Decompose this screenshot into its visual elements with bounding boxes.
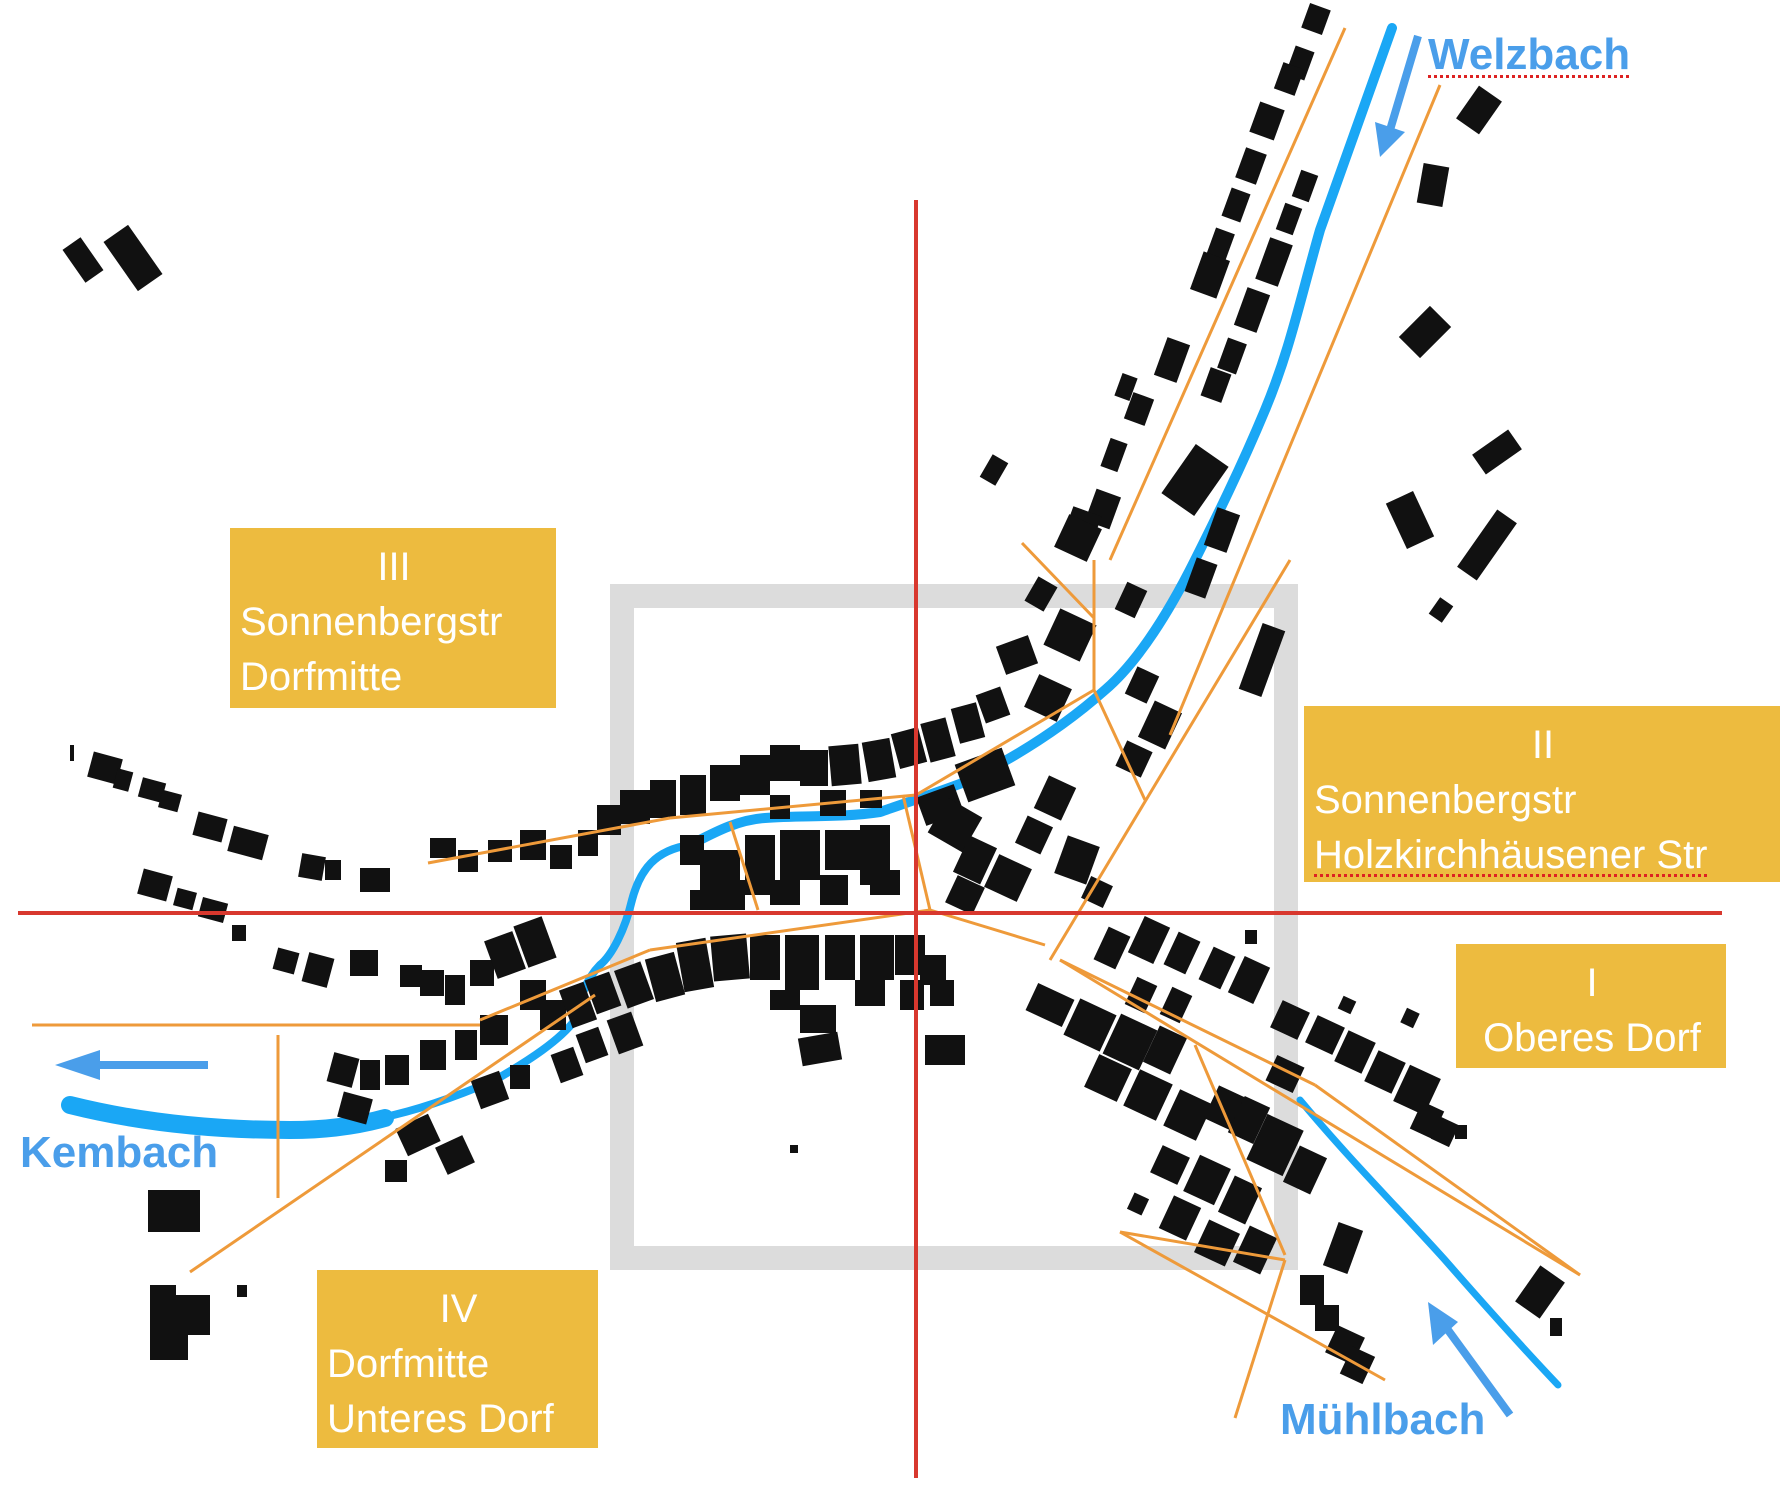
zone-label-iv: IV Dorfmitte Unteres Dorf: [317, 1270, 598, 1448]
kembach-arrow: [55, 1050, 208, 1080]
zone-label-i: I Oberes Dorf: [1456, 944, 1726, 1068]
muehlbach-label: Mühlbach: [1280, 1395, 1486, 1444]
muehlbach-stream: [1296, 1096, 1562, 1389]
welzbach-text: Welzbach: [1428, 30, 1631, 79]
muehlbach-arrow: [1428, 1302, 1514, 1418]
street-name: Holzkirchhäusener Str: [1314, 833, 1708, 877]
zone-line: Oberes Dorf: [1483, 1016, 1701, 1060]
zone-line: Holzkirchhäusener Str: [1314, 828, 1772, 883]
zone-roman: III: [377, 545, 411, 589]
buildings: [62, 3, 1565, 1385]
zone-label-ii: II Sonnenbergstr Holzkirchhäusener Str: [1304, 706, 1780, 882]
zone-line: Unteres Dorf: [327, 1397, 554, 1441]
zone-label-iii: III Sonnenbergstr Dorfmitte: [230, 528, 556, 708]
welzbach-arrow: [1375, 34, 1422, 157]
zone-roman: IV: [439, 1287, 478, 1331]
zone-line: Sonnenbergstr: [1314, 778, 1577, 822]
zone-roman: II: [1531, 723, 1555, 767]
zone-boundaries: [32, 27, 1581, 1419]
axes: [18, 200, 1722, 1478]
zone-line: Dorfmitte: [327, 1342, 490, 1386]
flow-arrows: [55, 34, 1514, 1418]
kembach-label: Kembach: [20, 1128, 219, 1177]
zone-line: Dorfmitte: [240, 655, 403, 699]
kembach-main: [61, 1096, 394, 1140]
zone-line: Sonnenbergstr: [240, 600, 503, 644]
zone-roman: I: [1586, 961, 1598, 1005]
welzbach-label: Welzbach: [1428, 30, 1630, 80]
